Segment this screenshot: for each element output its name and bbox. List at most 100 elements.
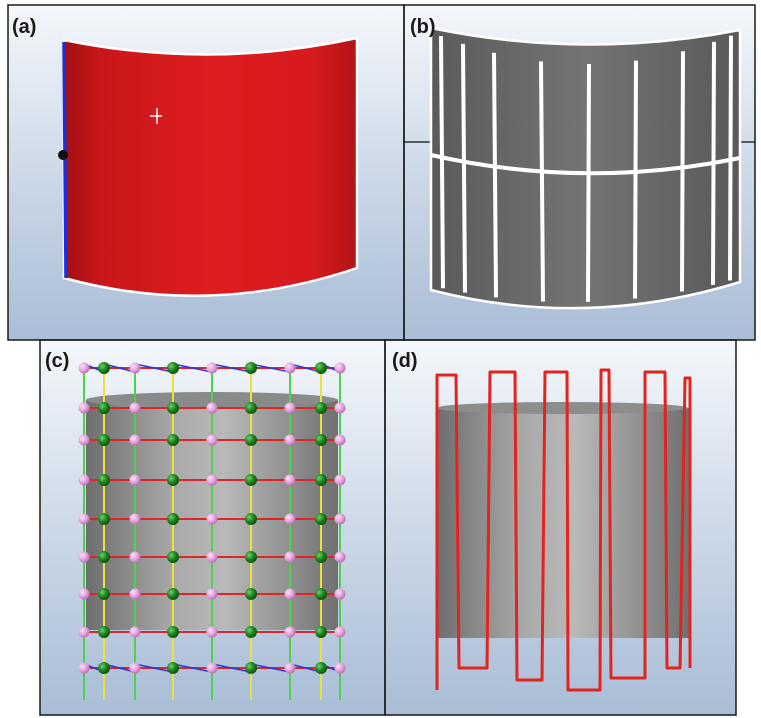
panel-c-content — [78, 362, 346, 700]
seam-line — [461, 43, 467, 293]
pink-node — [78, 513, 90, 525]
green-node — [167, 362, 179, 374]
green-node — [245, 474, 257, 486]
gray-curved-surface — [429, 26, 742, 310]
diagonal-link — [172, 663, 213, 673]
panel-a-label: (a) — [12, 16, 36, 38]
pink-node — [334, 551, 346, 563]
green-node — [315, 362, 327, 374]
green-node — [167, 434, 179, 446]
green-node — [98, 434, 110, 446]
pink-node — [284, 513, 296, 525]
pink-node — [129, 434, 141, 446]
green-node — [245, 434, 257, 446]
pink-node — [334, 362, 346, 374]
pink-node — [284, 434, 296, 446]
green-node — [98, 402, 110, 414]
green-node — [245, 588, 257, 600]
green-node — [167, 662, 179, 674]
diagonal-link — [172, 363, 213, 373]
green-node — [245, 402, 257, 414]
seam-line — [680, 51, 685, 292]
green-node — [98, 588, 110, 600]
pink-node — [78, 626, 90, 638]
pink-node — [78, 551, 90, 563]
green-node — [245, 626, 257, 638]
horizontal-seam — [430, 153, 741, 176]
pink-node — [284, 588, 296, 600]
green-node — [245, 662, 257, 674]
pink-node — [284, 402, 296, 414]
pink-node — [334, 588, 346, 600]
red-serpentine-path — [435, 368, 692, 692]
green-node — [98, 551, 110, 563]
green-node — [315, 402, 327, 414]
green-node — [315, 588, 327, 600]
node-lattice — [78, 362, 346, 700]
pink-node — [206, 662, 218, 674]
green-node — [167, 513, 179, 525]
seam-line — [492, 52, 498, 298]
pink-node — [129, 362, 141, 374]
green-node — [315, 513, 327, 525]
green-node — [315, 662, 327, 674]
seam-line — [728, 35, 733, 281]
pink-node — [206, 551, 218, 563]
pink-node — [206, 626, 218, 638]
pink-node — [284, 551, 296, 563]
pink-node — [78, 362, 90, 374]
seam-line — [633, 60, 638, 299]
pink-node — [129, 474, 141, 486]
pink-node — [284, 474, 296, 486]
pink-node — [334, 474, 346, 486]
diagonal-link — [134, 363, 174, 373]
green-node — [315, 474, 327, 486]
pink-node — [334, 626, 346, 638]
seam-line — [711, 41, 716, 285]
edge-pivot-marker — [58, 150, 68, 160]
green-node — [167, 402, 179, 414]
pink-node — [78, 402, 90, 414]
pink-node — [78, 434, 90, 446]
pink-node — [129, 588, 141, 600]
diagonal-link — [250, 663, 291, 673]
diagonal-link — [211, 363, 252, 373]
cylinder-top-cap-d — [436, 402, 688, 414]
panel-c-label: (c) — [45, 350, 69, 372]
pink-node — [129, 626, 141, 638]
panel-d-border — [384, 339, 737, 716]
green-node — [167, 588, 179, 600]
green-node — [245, 551, 257, 563]
panel-b-label: (b) — [410, 16, 436, 38]
pink-node — [206, 513, 218, 525]
seam-line — [586, 63, 591, 302]
panel-d-label: (d) — [392, 350, 418, 372]
pink-node — [206, 362, 218, 374]
pink-node — [206, 434, 218, 446]
pink-node — [284, 362, 296, 374]
red-curved-surface — [62, 36, 359, 298]
pink-node — [284, 662, 296, 674]
blue-edge-line — [62, 41, 68, 279]
pink-node — [334, 662, 346, 674]
cylinder-body-d — [436, 408, 689, 638]
vertical-seams — [439, 35, 733, 302]
panel-a-content — [58, 36, 359, 298]
pink-node — [334, 402, 346, 414]
green-node — [315, 551, 327, 563]
green-node — [167, 551, 179, 563]
cursor-cross-icon — [150, 108, 162, 124]
green-node — [98, 662, 110, 674]
diagonal-link — [211, 663, 252, 673]
green-node — [167, 626, 179, 638]
pink-node — [284, 626, 296, 638]
diagonal-link — [250, 363, 291, 373]
pink-node — [206, 474, 218, 486]
pink-node — [206, 588, 218, 600]
green-node — [315, 434, 327, 446]
panel-b-content — [404, 26, 755, 310]
seam-line — [439, 35, 445, 289]
panel-d-content — [435, 368, 692, 692]
green-node — [98, 362, 110, 374]
